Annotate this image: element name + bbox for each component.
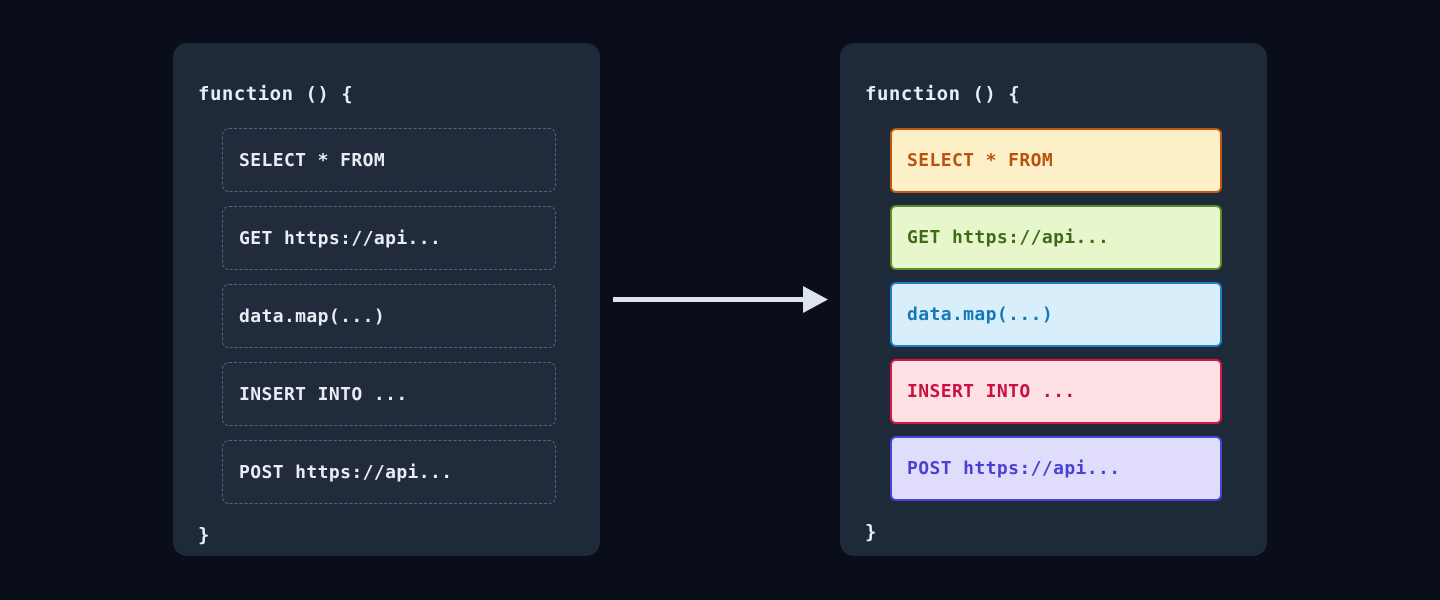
highlighted-line-text: data.map(...) (907, 304, 1054, 325)
highlighted-line-row[interactable]: SELECT * FROM (890, 128, 1222, 193)
plain-line-list: SELECT * FROM GET https://api... data.ma… (222, 128, 600, 504)
plain-line-row[interactable]: GET https://api... (222, 206, 556, 270)
plain-line-text: POST https://api... (239, 461, 453, 483)
plain-code-panel: function () { SELECT * FROM GET https://… (173, 43, 600, 556)
plain-line-row[interactable]: data.map(...) (222, 284, 556, 348)
plain-line-text: GET https://api... (239, 227, 442, 249)
plain-line-text: INSERT INTO ... (239, 383, 408, 405)
plain-line-row[interactable]: POST https://api... (222, 440, 556, 504)
highlighted-line-text: INSERT INTO ... (907, 381, 1076, 402)
plain-line-row[interactable]: INSERT INTO ... (222, 362, 556, 426)
code-footer-close-brace: } (865, 521, 877, 543)
plain-line-row[interactable]: SELECT * FROM (222, 128, 556, 192)
arrow-right-icon (613, 282, 828, 318)
highlighted-code-panel: function () { SELECT * FROM GET https://… (840, 43, 1267, 556)
plain-line-text: data.map(...) (239, 305, 386, 327)
highlighted-line-row[interactable]: GET https://api... (890, 205, 1222, 270)
highlighted-line-row[interactable]: POST https://api... (890, 436, 1222, 501)
highlighted-line-row[interactable]: data.map(...) (890, 282, 1222, 347)
highlighted-line-text: SELECT * FROM (907, 150, 1054, 171)
code-header-open-brace: function () { (198, 83, 354, 105)
highlighted-line-text: GET https://api... (907, 227, 1110, 248)
highlighted-line-text: POST https://api... (907, 458, 1121, 479)
highlighted-line-row[interactable]: INSERT INTO ... (890, 359, 1222, 424)
code-header-open-brace: function () { (865, 83, 1021, 105)
plain-line-text: SELECT * FROM (239, 149, 386, 171)
code-footer-close-brace: } (198, 524, 210, 546)
highlighted-line-list: SELECT * FROM GET https://api... data.ma… (890, 128, 1267, 501)
